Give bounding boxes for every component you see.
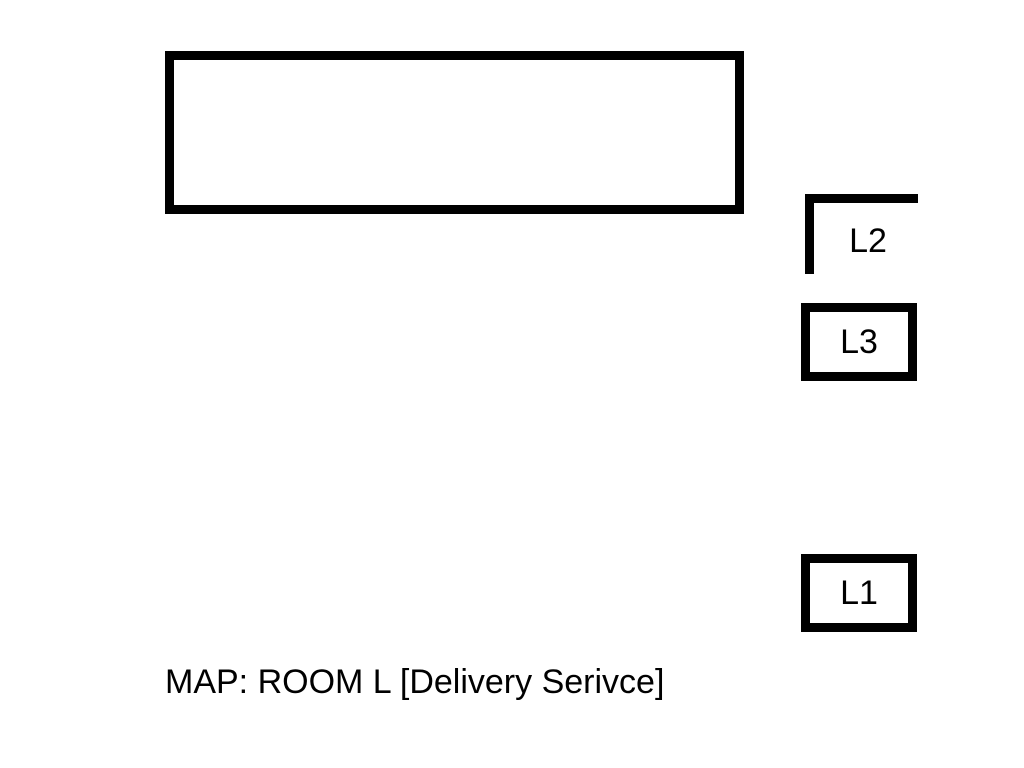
room-main-outline[interactable]: L2 — [165, 51, 918, 274]
zone-l1-label: L1 — [840, 574, 878, 612]
zone-l2[interactable]: L2 — [805, 194, 918, 274]
zone-l1[interactable]: L1 — [801, 554, 917, 632]
zone-l3[interactable]: L3 — [801, 303, 917, 381]
zone-l2-label: L2 — [849, 221, 887, 260]
zone-l3-label: L3 — [840, 323, 878, 361]
map-caption: MAP: ROOM L [Delivery Serivce] — [165, 663, 665, 701]
